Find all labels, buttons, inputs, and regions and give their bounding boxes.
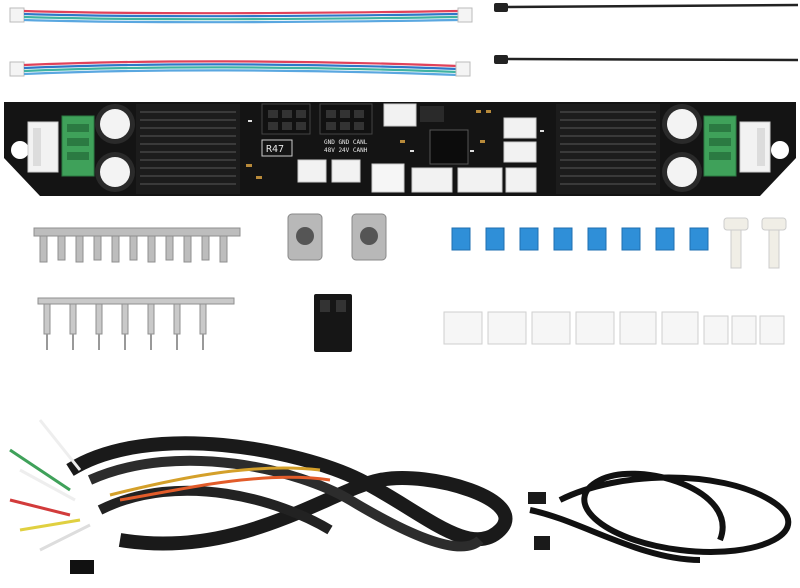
jst-cable-second [9, 60, 471, 77]
cable-tie-top [494, 3, 799, 12]
board-label: R47 [266, 144, 284, 155]
pcb-board: R47 GND GND CANL 48V 24V CANH [4, 102, 796, 196]
thumb-screw-left [723, 217, 749, 269]
jst-cable-top [9, 7, 473, 24]
silk-line-1: GND GND CANL [324, 139, 368, 146]
jst-housing-set [443, 311, 785, 345]
crimp-strip-bottom [37, 297, 235, 350]
cable-tie-second [494, 55, 799, 64]
silk-line-2: 48V 24V CANH [324, 147, 368, 154]
braided-cable-harness [9, 419, 513, 574]
crimp-strip-top [33, 227, 241, 263]
usb-cable [528, 470, 792, 563]
t-nut-right [351, 213, 387, 261]
thumb-screw-right [761, 217, 787, 269]
t-nut-left [287, 213, 323, 261]
jumper-set [451, 227, 709, 251]
power-connector-housing [314, 294, 352, 352]
